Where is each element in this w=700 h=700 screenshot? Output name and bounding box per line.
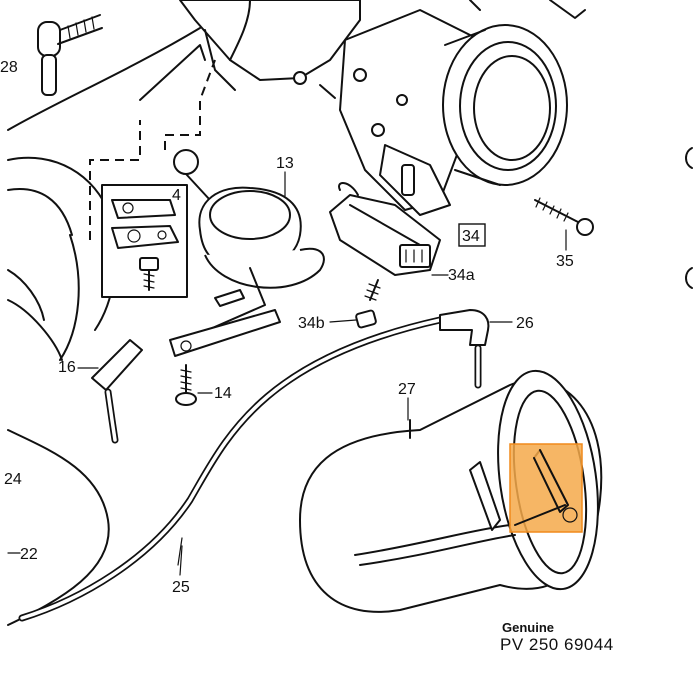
callout-34: 34 bbox=[462, 228, 480, 245]
dashed-leader bbox=[89, 44, 216, 240]
edge-mark-top bbox=[685, 147, 693, 169]
callout-16: 16 bbox=[58, 359, 76, 376]
callout-13: 13 bbox=[276, 155, 294, 172]
callout-27: 27 bbox=[398, 381, 416, 398]
callout-14: 14 bbox=[214, 385, 232, 402]
gasket-kit-4 bbox=[101, 184, 188, 298]
edge-mark-bottom bbox=[685, 267, 693, 289]
callout-25: 25 bbox=[172, 579, 190, 596]
callout-34b: 34b bbox=[298, 315, 325, 332]
bolt-35 bbox=[534, 197, 594, 236]
callout-4: 4 bbox=[172, 187, 181, 204]
callout-22: 22 bbox=[20, 546, 38, 563]
screw-34b bbox=[355, 279, 381, 329]
hose-16 bbox=[7, 339, 143, 626]
part-number: PV 250 69044 bbox=[500, 635, 614, 654]
highlight-region bbox=[509, 443, 583, 533]
callout-35: 35 bbox=[556, 253, 574, 270]
vacuum-line-25 bbox=[18, 316, 444, 622]
throttle-housing bbox=[179, 0, 586, 216]
footer-stamp: Genuine PV 250 69044 bbox=[500, 620, 614, 655]
leader-lines bbox=[7, 171, 567, 576]
sensor-34a bbox=[329, 182, 441, 276]
hose-elbow-26 bbox=[439, 309, 513, 389]
callout-28: 28 bbox=[0, 59, 18, 76]
callout-34a: 34a bbox=[448, 267, 475, 284]
vacuum-actuator-13 bbox=[169, 149, 325, 357]
genuine-label: Genuine bbox=[502, 620, 555, 635]
callout-26: 26 bbox=[516, 315, 534, 332]
highlighted-bracket bbox=[514, 449, 578, 526]
hose-fitting-28 bbox=[37, 14, 103, 96]
screw-14 bbox=[175, 364, 197, 406]
callout-34-box bbox=[458, 223, 486, 247]
callout-24: 24 bbox=[4, 471, 22, 488]
